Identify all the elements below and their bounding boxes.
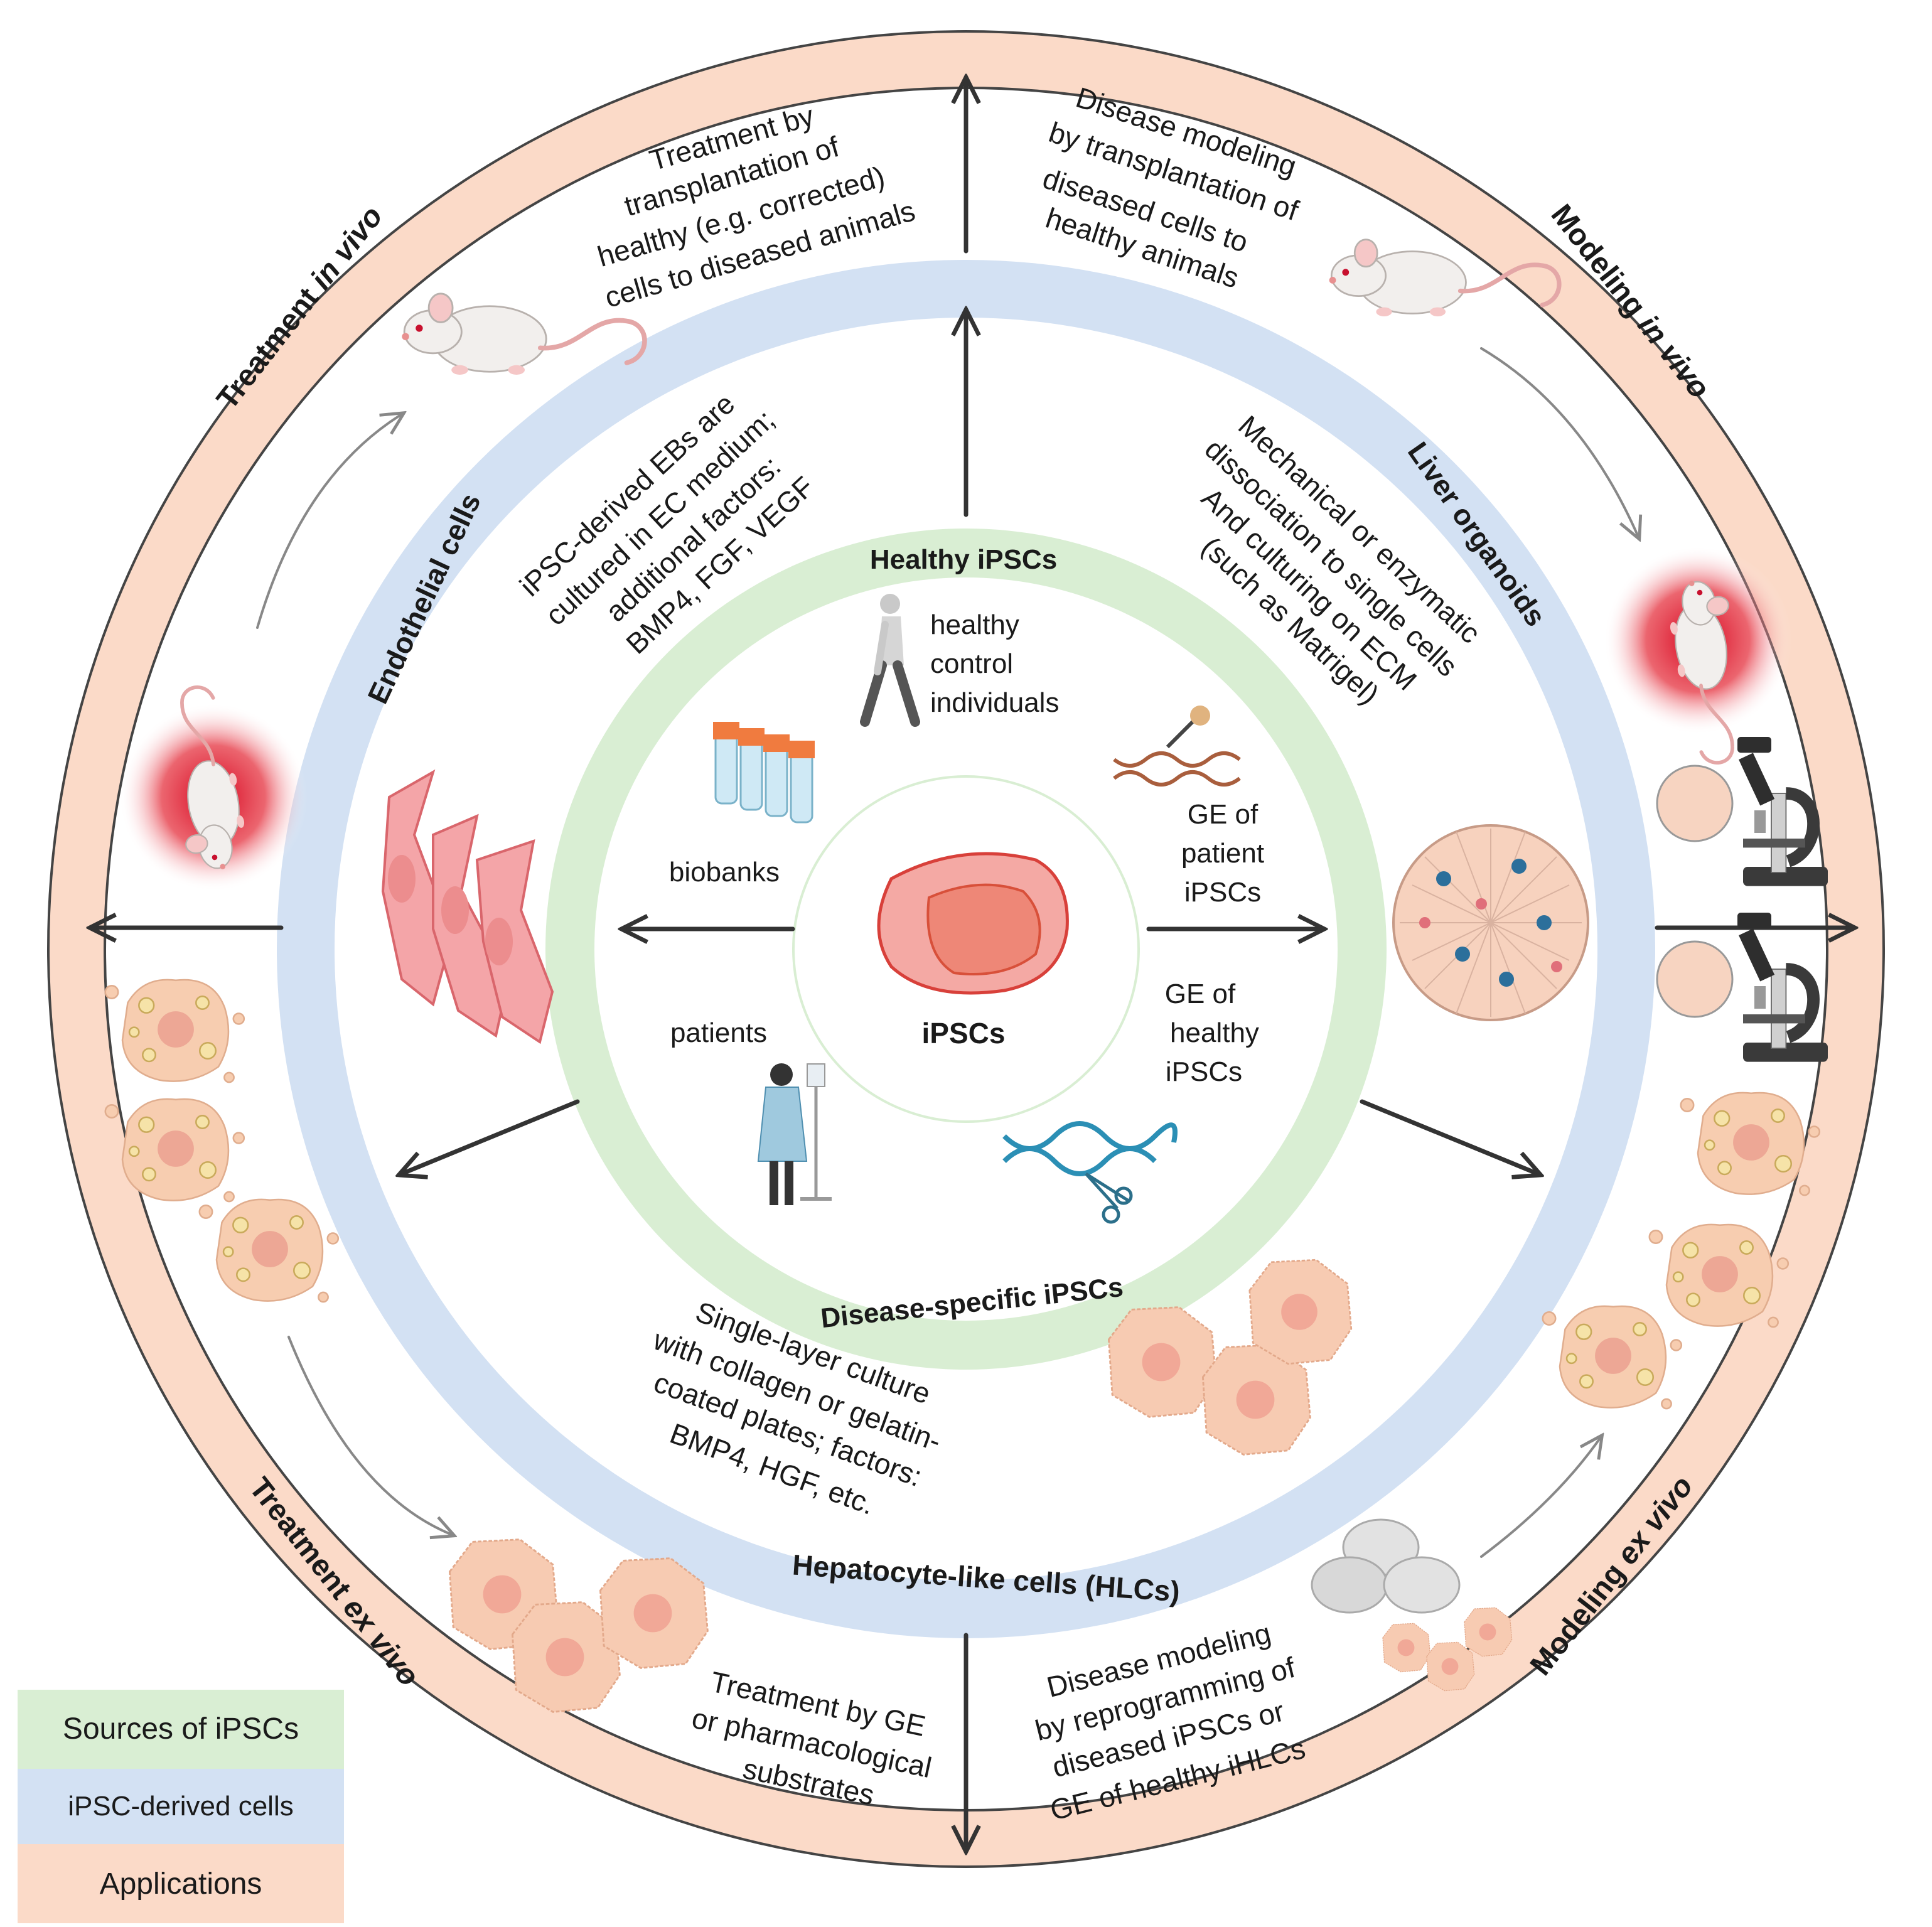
legend-derived: iPSC-derived cells — [18, 1769, 344, 1844]
ge-patient-label: GE of patient iPSCs — [1181, 799, 1264, 908]
svg-text:GE of: GE of — [1188, 799, 1258, 830]
mouse-modeling-diseased-icon — [1604, 546, 1792, 767]
ge-healthy-label: GE of healthy iPSCs — [1165, 979, 1259, 1087]
legend: Sources of iPSCs iPSC-derived cells Appl… — [18, 1690, 344, 1923]
patients-label: patients — [670, 1017, 767, 1048]
endothelial-cells-illustration — [381, 769, 554, 1044]
mouse-treatment-diseased-icon — [119, 683, 308, 891]
dna-edit-icon — [1113, 706, 1241, 786]
biobank-tubes-icon — [713, 722, 815, 824]
svg-text:healthy: healthy — [1170, 1017, 1259, 1048]
walking-person-icon — [860, 594, 920, 727]
microscope-bottom-icon — [1656, 913, 1828, 1062]
svg-text:patient: patient — [1181, 838, 1264, 869]
microscope-top-icon — [1656, 737, 1828, 886]
svg-text:control: control — [930, 648, 1013, 679]
svg-text:GE of: GE of — [1165, 979, 1236, 1009]
svg-text:iPSCs: iPSCs — [1166, 1056, 1242, 1087]
dna-scissors-icon — [1002, 1121, 1178, 1224]
arrows — [93, 80, 1852, 1849]
liver-organoid-illustration — [1392, 824, 1589, 1021]
healthy-ipsc-title: Healthy iPSCs — [870, 544, 1057, 575]
healthy-individuals-label: healthy control individuals — [930, 609, 1059, 718]
legend-applications: Applications — [18, 1844, 344, 1923]
biobanks-label: biobanks — [669, 857, 780, 888]
svg-text:individuals: individuals — [930, 687, 1059, 718]
svg-text:iPSCs: iPSCs — [1184, 877, 1261, 908]
svg-text:healthy: healthy — [930, 609, 1019, 640]
legend-sources: Sources of iPSCs — [18, 1690, 344, 1769]
reprogrammed-cells-illustration — [1311, 1518, 1513, 1692]
curved-arrows — [256, 347, 1638, 1558]
patient-iv-icon — [757, 1063, 832, 1205]
center-label: iPSCs — [922, 1017, 1006, 1049]
ipsc-cell-icon — [877, 852, 1069, 995]
